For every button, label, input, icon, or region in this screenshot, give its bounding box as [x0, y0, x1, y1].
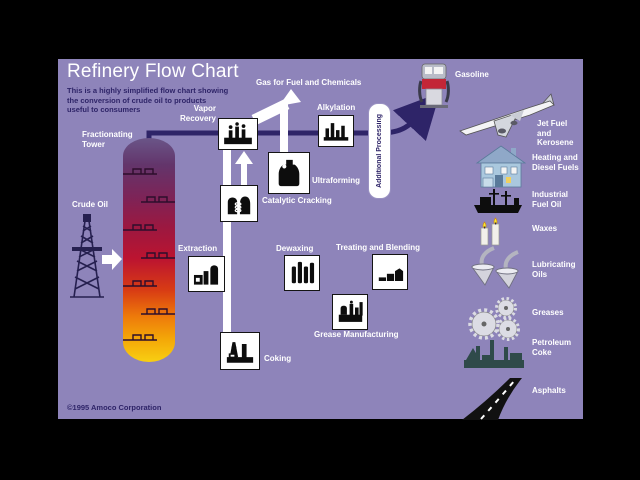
label-industrial: Industrial Fuel Oil: [532, 190, 569, 209]
extraction-box: [188, 256, 225, 292]
bottle-icon: [278, 159, 300, 187]
coking-box: [220, 332, 260, 370]
label-alkylation: Alkylation: [317, 103, 356, 112]
page-title: Refinery Flow Chart: [67, 61, 239, 82]
up-arrow-head: [235, 151, 253, 164]
tower-trays: [123, 168, 175, 341]
grease-manufacturing-box: [332, 294, 368, 330]
label-jet-fuel: Jet Fuel and Kerosene: [537, 119, 574, 147]
additional-processing-pill: Additional Processing: [368, 103, 391, 199]
label-gasoline: Gasoline: [455, 70, 489, 79]
gas-pump-icon: [418, 63, 450, 108]
house-icon: [475, 145, 527, 188]
vapor-recovery-box: [218, 118, 258, 150]
coking-icon: [226, 341, 254, 363]
label-heating: Heating and Diesel Fuels: [532, 153, 579, 172]
airplane-icon: [459, 93, 555, 138]
alkylation-box: [318, 115, 354, 147]
label-gas-output: Gas for Fuel and Chemicals: [256, 78, 362, 87]
label-treating-blending: Treating and Blending: [336, 243, 421, 252]
dewaxing-box: [284, 255, 320, 291]
road-icon: [462, 378, 522, 420]
steps-icon: [378, 268, 403, 281]
label-extraction: Extraction: [178, 244, 218, 253]
label-greases: Greases: [532, 308, 564, 317]
subtitle-line2: the conversion of crude oil to products: [67, 95, 207, 105]
label-additional-processing: Additional Processing: [376, 114, 383, 188]
label-ultraforming: Ultraforming: [312, 176, 360, 185]
fractionating-tower: [123, 138, 175, 362]
factory-icon: [224, 122, 252, 145]
flow-chart-canvas: Refinery Flow Chart This is a highly sim…: [58, 59, 583, 420]
catalytic-cracking-box: [220, 185, 258, 222]
label-vapor-recovery: Vapor Recovery: [179, 104, 216, 123]
oil-derrick-icon: [70, 214, 104, 298]
copyright: ©1995 Amoco Corporation: [67, 403, 162, 412]
gas-arrow-head: [279, 89, 301, 106]
cracker-icon: [227, 196, 251, 214]
tower-label: Fractionating Tower: [82, 130, 133, 149]
label-coking: Coking: [264, 354, 292, 363]
treating-blending-box: [372, 254, 408, 290]
gears-icon: [468, 297, 520, 341]
subtitle-line1: This is a highly simplified flow chart s…: [67, 86, 229, 95]
label-lubricating: Lubricating Oils: [532, 260, 576, 279]
coke-plant-icon: [464, 340, 524, 368]
crude-oil-label: Crude Oil: [72, 200, 109, 209]
grease-factory-icon: [338, 300, 363, 322]
extraction-icon: [193, 265, 219, 285]
refinery-columns-icon: [323, 123, 349, 141]
white-pipes: [102, 89, 301, 333]
ultraforming-box: [268, 152, 310, 194]
oil-cans-icon: [471, 246, 519, 289]
label-asphalts: Asphalts: [532, 386, 566, 395]
crude-arrow-head: [112, 249, 122, 270]
subtitle-line3: useful to consumers: [67, 105, 141, 114]
label-petroleum-coke: Petroleum Coke: [532, 338, 572, 357]
label-dewaxing: Dewaxing: [276, 244, 314, 253]
label-catalytic-cracking: Catalytic Cracking: [262, 196, 332, 205]
candles-icon: [480, 217, 500, 246]
subtitle: This is a highly simplified flow chart s…: [67, 86, 262, 115]
columns-icon: [291, 261, 315, 284]
ship-icon: [474, 189, 522, 213]
label-waxes: Waxes: [532, 224, 558, 233]
label-grease-manufacturing: Grease Manufacturing: [314, 330, 399, 339]
